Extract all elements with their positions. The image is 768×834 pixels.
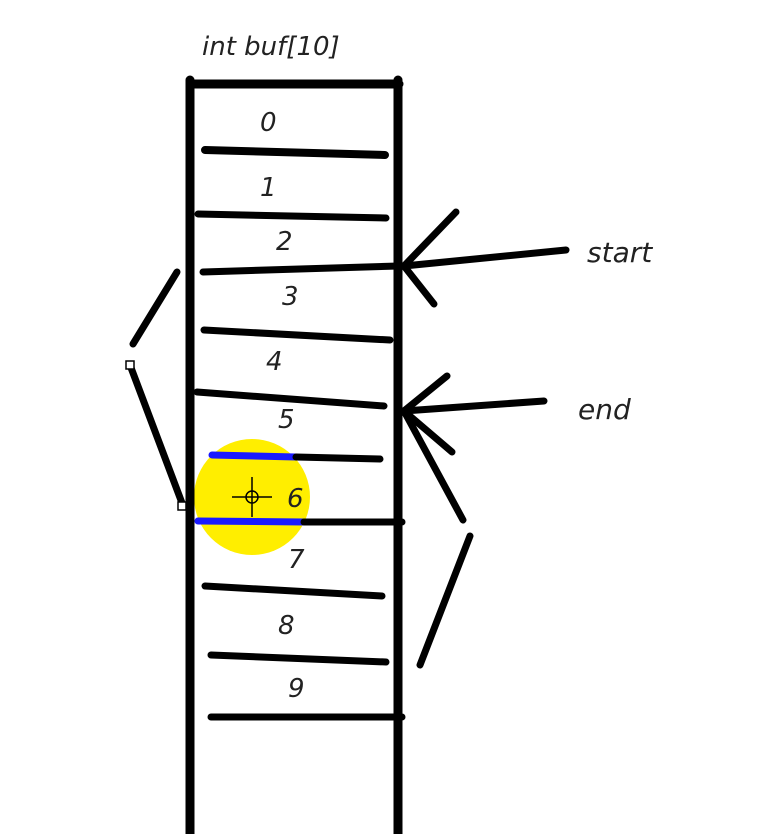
index-label-9: 9 bbox=[288, 674, 305, 704]
index-label-0: 0 bbox=[260, 108, 277, 138]
selection-line-bottom bbox=[194, 517, 308, 526]
selection-line-top bbox=[208, 451, 300, 461]
bracket-handle-bottom[interactable] bbox=[177, 501, 187, 511]
divider-7-8 bbox=[201, 582, 386, 600]
divider-1-2 bbox=[194, 210, 390, 222]
divider-5-6 bbox=[292, 453, 384, 463]
divider-0-1 bbox=[201, 146, 389, 159]
index-label-8: 8 bbox=[278, 611, 295, 641]
cell-dividers bbox=[193, 146, 406, 721]
index-label-2: 2 bbox=[276, 227, 293, 257]
end-arrow bbox=[400, 372, 548, 456]
index-label-5: 5 bbox=[278, 405, 295, 435]
divider-4-5 bbox=[193, 388, 388, 410]
end-label: end bbox=[578, 393, 631, 426]
index-label-3: 3 bbox=[282, 282, 299, 312]
diagram-title: int buf[10] bbox=[202, 32, 340, 62]
index-labels: 0 1 2 3 4 5 6 7 8 9 bbox=[260, 108, 305, 704]
left-bracket bbox=[126, 268, 186, 507]
crosshair-cursor-icon bbox=[232, 477, 272, 517]
divider-8-9 bbox=[207, 651, 390, 666]
bracket-handle-top[interactable] bbox=[125, 360, 135, 370]
array-box bbox=[185, 75, 404, 834]
divider-2-3 bbox=[199, 262, 402, 276]
right-bracket bbox=[400, 407, 474, 669]
index-label-6: 6 bbox=[287, 484, 304, 514]
index-label-4: 4 bbox=[266, 347, 283, 377]
index-label-7: 7 bbox=[288, 545, 305, 575]
start-arrow bbox=[400, 208, 570, 308]
start-label: start bbox=[587, 236, 653, 269]
index-label-1: 1 bbox=[260, 173, 277, 203]
divider-3-4 bbox=[200, 326, 394, 344]
